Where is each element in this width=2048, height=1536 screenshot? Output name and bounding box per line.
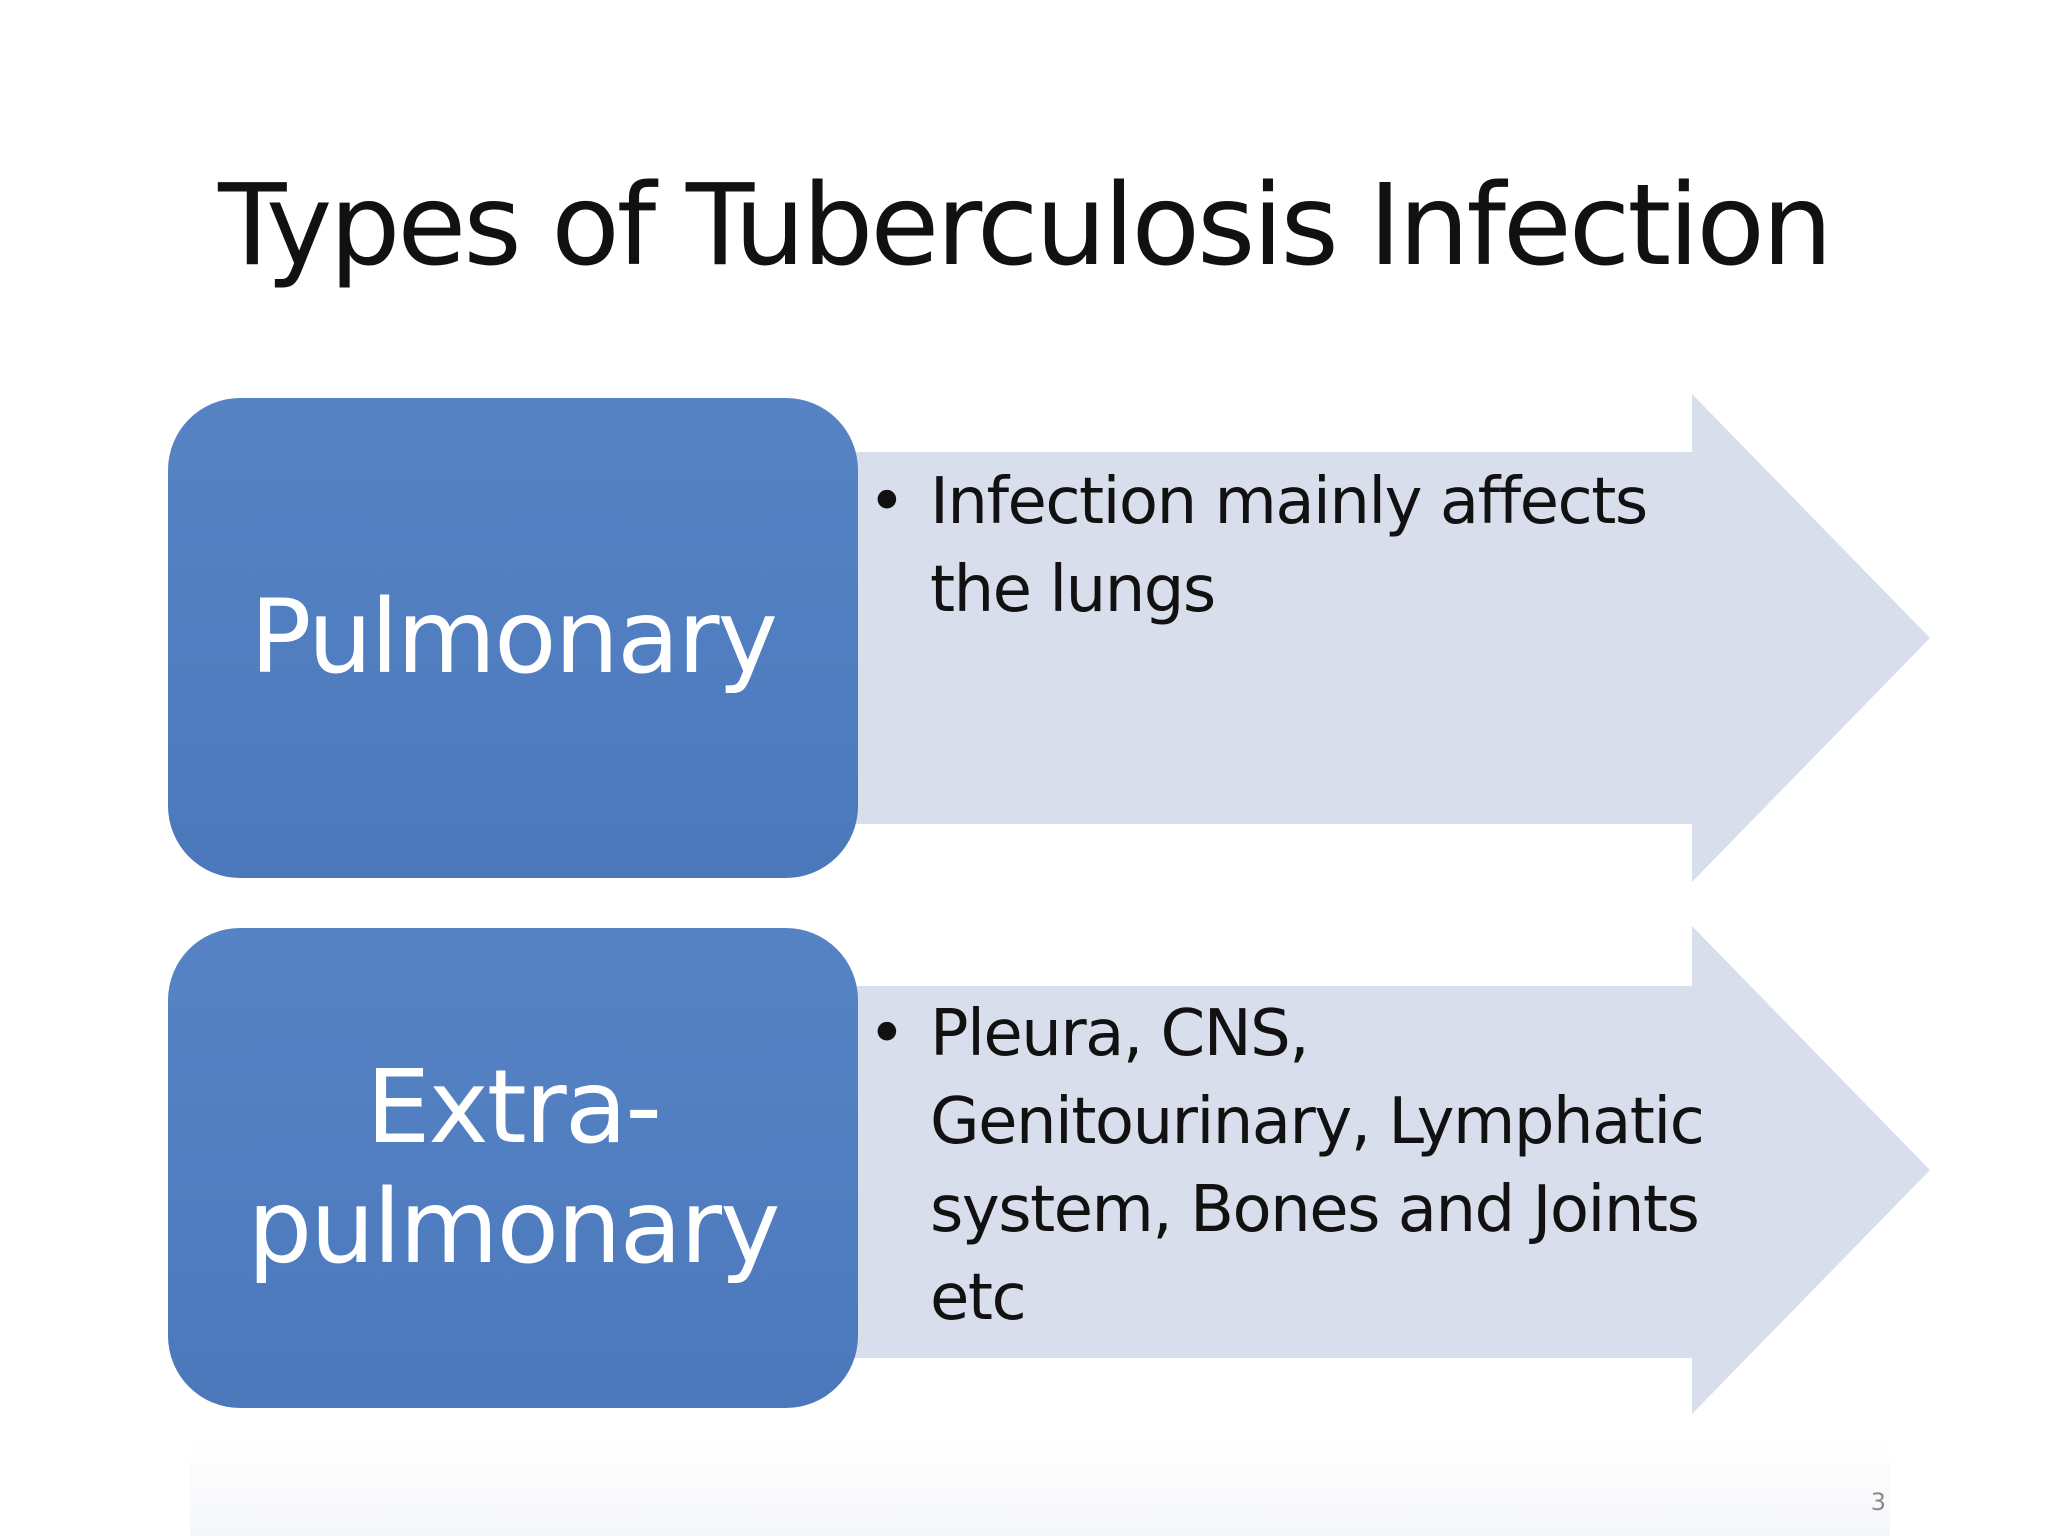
tb-type-row-pulmonary: Pulmonary • Infection mainly affects the… — [0, 388, 2048, 888]
type-label-line: pulmonary — [247, 1168, 781, 1287]
description-line: the lungs — [930, 553, 1216, 627]
type-label-box: Pulmonary — [168, 398, 858, 878]
type-label-line: Extra- — [365, 1047, 662, 1167]
bullet-icon: • — [868, 997, 906, 1071]
type-label-box: Extra- pulmonary — [168, 928, 858, 1408]
slide-footer-shade — [190, 1440, 1890, 1536]
right-arrow-icon — [820, 926, 1930, 1414]
type-description: • Infection mainly affects the lungs — [868, 458, 1728, 634]
description-line: system, Bones and Joints — [930, 1173, 1700, 1247]
description-text: Infection mainly affects the lungs — [930, 458, 1728, 634]
type-description: • Pleura, CNS, Genitourinary, Lymphatic … — [868, 990, 1728, 1342]
right-arrow-icon — [820, 394, 1930, 882]
page-number: 3 — [1870, 1488, 1886, 1516]
description-line: Genitourinary, Lymphatic — [930, 1085, 1705, 1159]
type-label-line: Pulmonary — [250, 577, 778, 697]
slide-title: Types of Tuberculosis Infection — [218, 161, 1833, 291]
description-line: etc — [930, 1261, 1027, 1335]
description-line: Pleura, CNS, — [930, 997, 1310, 1071]
bullet-icon: • — [868, 465, 906, 539]
description-text: Pleura, CNS, Genitourinary, Lymphatic sy… — [930, 990, 1728, 1342]
tb-type-row-extrapulmonary: Extra- pulmonary • Pleura, CNS, Genitour… — [0, 920, 2048, 1425]
description-line: Infection mainly affects — [930, 465, 1648, 539]
